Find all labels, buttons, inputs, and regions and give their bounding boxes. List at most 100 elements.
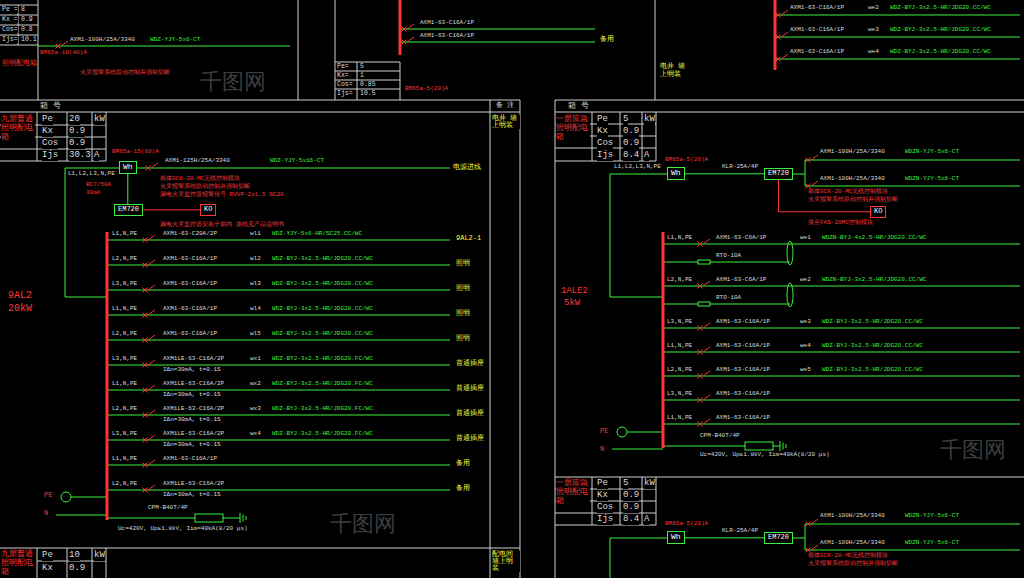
drawing-text: 30.3 [69, 151, 91, 161]
drawing-text: L2,N,PE [112, 481, 137, 488]
meter-box: Wh [667, 531, 685, 544]
drawing-text: AXM1-63-C16A/1P [716, 319, 770, 326]
breaker-symbol [698, 239, 711, 247]
drawing-text: Ijs= [337, 90, 353, 97]
drawing-text: 火灾报警系统联动控制并强制切断 [160, 184, 250, 191]
drawing-text: BC7/50A [86, 182, 111, 189]
drawing-text: Ijs [597, 151, 613, 161]
drawing-text: PE [44, 492, 52, 500]
connector-wire [685, 173, 764, 174]
drawing-text: 箱体GCK-20-MC无线控制模块 [808, 553, 888, 560]
drawing-text: 0.8 [21, 26, 33, 33]
node-label: EM720 [768, 170, 789, 178]
drawing-text: WDZ-YJY-5x16-CT [270, 158, 324, 165]
drawing-text: A [94, 151, 99, 161]
drawing-text: L3,N,PE [667, 319, 692, 326]
drawing-text: 备用 [456, 460, 470, 468]
drawing-text: 8.4 [623, 151, 639, 161]
drawing-text: 5 [360, 63, 364, 70]
drawing-text: L1,N,PE [112, 306, 137, 313]
drawing-text: L2,N,PE [667, 367, 692, 374]
drawing-text: WDZ-BYJ-3x2.5-HR/JDG20.FC/WC [272, 431, 373, 438]
connector-wire [779, 180, 871, 212]
drawing-text: 20 [69, 115, 80, 125]
drawing-text: AXM1LE-63-C16A/2P [163, 381, 224, 388]
breaker-symbol [806, 545, 819, 553]
drawing-text: KLR-25A/4P [722, 164, 758, 171]
breaker-symbol [143, 360, 156, 368]
monitor-module: EM720 [764, 532, 793, 544]
drawing-text: Kx [597, 491, 608, 501]
drawing-text: Kx [42, 127, 53, 137]
drawing-text: 5kW [564, 299, 580, 309]
drawing-text: L1,N,PE [112, 231, 137, 238]
drawing-text: Cos [42, 139, 58, 149]
drawing-text: 火灾报警系统联动控制并强制切断 [80, 70, 170, 77]
drawing-text: 0.9 [21, 16, 33, 23]
drawing-text: L3,N,PE [112, 281, 137, 288]
drawing-text: Cos [597, 139, 613, 149]
drawing-text: wl5 [250, 331, 261, 338]
drawing-text: AXM1-63-C16A/1P [716, 367, 770, 374]
drawing-text: AXM1-100H/25A/3340 [820, 176, 885, 183]
node-label: Wh [671, 169, 681, 178]
drawing-text: wx1 [250, 356, 261, 363]
drawing-text: 漏电火灾监控器安装于箱内 接线见产品说明书 [160, 222, 284, 229]
drawing-text: N [600, 446, 604, 454]
drawing-text: WDZ-BYJ-3x2.5-HR/JDG20.CC/WC [272, 331, 373, 338]
drawing-text: AXM1-63-C16A/1P [163, 456, 217, 463]
breaker-symbol [143, 410, 156, 418]
drawing-text: 电井 墙上明装 [660, 63, 690, 78]
surge-protector [195, 514, 223, 522]
ground-symbol [240, 513, 246, 523]
drawing-text: Ijs [42, 151, 58, 161]
drawing-text: wl4 [250, 306, 261, 313]
control-module: KO [200, 204, 216, 216]
drawing-text: L1,N,PE [112, 456, 137, 463]
drawing-text: WDZ-BYJ-3x2.5-HR/JDG20.CC/WC [822, 367, 923, 374]
drawing-text: WDZ-BYJ-3x2.5-HR/JDG20.CC/WC [890, 27, 991, 34]
drawing-text: RTO-10A [716, 253, 741, 260]
drawing-text: WDZ-YJY-5x6-CT [150, 37, 200, 44]
drawing-text: 接至FAS-20MC控制模块 [808, 220, 873, 227]
drawing-text: IΔn=30mA, t=0.1S [163, 417, 221, 424]
drawing-text: WDZ-BYJ-3x2.5-HR/JDG20.CC/WC [272, 281, 373, 288]
breaker-symbol [143, 310, 156, 318]
drawing-text: WDZ-BYJ-3x2.5-HR/JDG20.CC/WC [272, 256, 373, 263]
drawing-text: Pe= [337, 63, 349, 70]
drawing-text: AXM1-63-C16A/1P [163, 281, 217, 288]
fuse-symbol [698, 302, 710, 306]
breaker-symbol [143, 335, 156, 343]
breaker-symbol [143, 485, 156, 493]
drawing-text: 普通插座 [456, 385, 484, 393]
drawing-text: WDZ-BYJ-3x2.5-HR/JDG20.CC/WC [822, 343, 923, 350]
drawing-text: AXM1-63-C16A/1P [790, 5, 844, 12]
drawing-text: Uc=420V, Up≤1.8kV, Iim=40kA(8/20 μs) [700, 452, 830, 459]
node-label: Wh [123, 163, 133, 172]
drawing-text: we4 [800, 343, 811, 350]
drawing-text: Cos [597, 503, 613, 513]
drawing-text: AXM1-63-C16A/1P [716, 391, 770, 398]
drawing-text: 10.1 [21, 36, 37, 43]
drawing-text: AXM1-63-C16A/1P [163, 306, 217, 313]
drawing-text: 0.9 [623, 503, 639, 513]
drawing-text: L1,N,PE [112, 381, 137, 388]
breaker-symbol [776, 54, 789, 62]
drawing-text: AXM1-100H/25A/3340 [70, 37, 135, 44]
breaker-symbol [143, 435, 156, 443]
drawing-text: 1ALE2 [561, 287, 588, 297]
drawing-text: WDZ-BYJ-3x2.5-HR/JDG20.FC/WC [272, 381, 373, 388]
node-label: Wh [671, 533, 681, 542]
connector-wire [685, 537, 764, 538]
drawing-text: CPM-B40T/4P [148, 505, 188, 512]
drawing-text: we2 [868, 5, 879, 12]
drawing-text: AXM1LE-63-C16A/2P [163, 406, 224, 413]
drawing-text: 0.9 [623, 491, 639, 501]
drawing-text: L3,N,PE [112, 356, 137, 363]
drawing-text: L2,N,PE [112, 331, 137, 338]
drawing-text: Ijs= [2, 36, 18, 43]
watermark: 千图网 [200, 72, 266, 96]
drawing-text: Kx [42, 564, 53, 574]
drawing-text: we3 [868, 27, 879, 34]
